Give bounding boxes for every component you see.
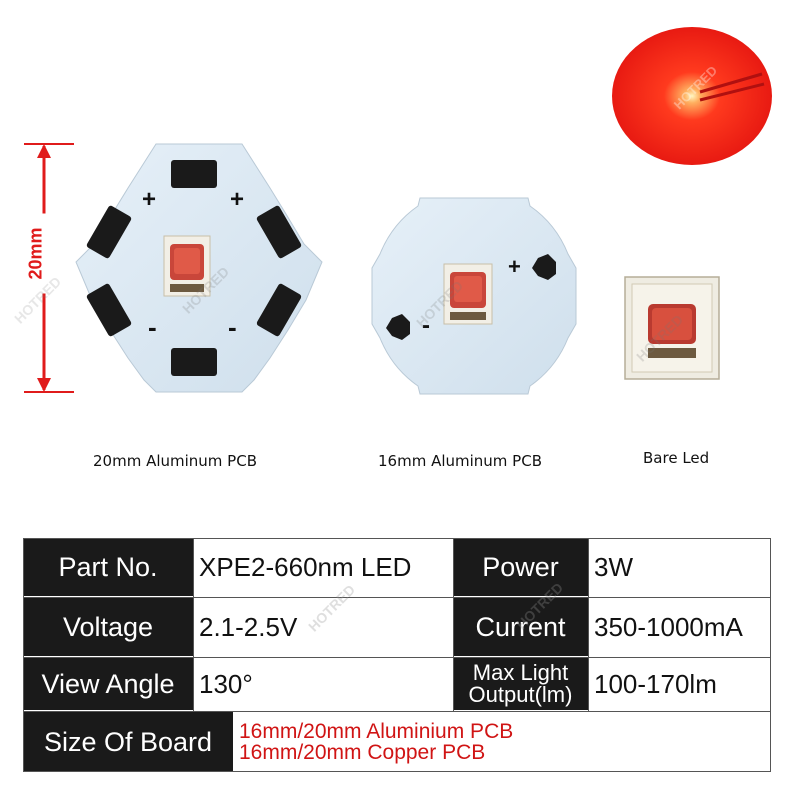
board-size-line2: 16mm/20mm Copper PCB (239, 741, 486, 764)
polarity-plus-left: + (142, 186, 157, 213)
current-value: 350-1000mA (588, 598, 771, 656)
voltage-value: 2.1-2.5V (193, 598, 453, 656)
part-no-label: Part No. (23, 538, 193, 596)
board-size-line1: 16mm/20mm Aluminium PCB (239, 720, 514, 743)
power-value: 3W (588, 538, 771, 596)
polarity-plus-right: + (230, 186, 245, 213)
caption-bare-led: Bare Led (643, 449, 710, 467)
board-size-label: Size Of Board (23, 712, 233, 772)
pcb-20mm-star (75, 143, 323, 393)
max-light-value: 100-170lm (588, 658, 771, 710)
polarity-minus-left: - (148, 312, 157, 342)
polarity-minus-16mm: - (422, 312, 430, 339)
max-light-label-line1: Max Light (472, 660, 569, 685)
current-label: Current (453, 598, 588, 656)
polarity-plus-16mm: + (508, 254, 521, 279)
spec-table: Part No. XPE2-660nm LED Power 3W Voltage… (23, 538, 771, 772)
voltage-label: Voltage (23, 598, 193, 656)
max-light-label-line2: Output(lm) (468, 682, 573, 707)
view-angle-value: 130° (193, 658, 453, 710)
pcb-16mm-round (371, 197, 577, 395)
bare-led (624, 276, 720, 380)
polarity-minus-right: - (228, 312, 237, 342)
caption-16mm-pcb: 16mm Aluminum PCB (378, 452, 542, 470)
power-label: Power (453, 538, 588, 596)
board-size-value: 16mm/20mm Aluminium PCB 16mm/20mm Copper… (233, 712, 771, 772)
caption-20mm-pcb: 20mm Aluminum PCB (93, 452, 257, 470)
part-no-value: XPE2-660nm LED (193, 538, 453, 596)
led-glow-photo (612, 27, 772, 165)
view-angle-label: View Angle (23, 658, 193, 710)
max-light-label: Max Light Output(lm) (453, 658, 588, 710)
